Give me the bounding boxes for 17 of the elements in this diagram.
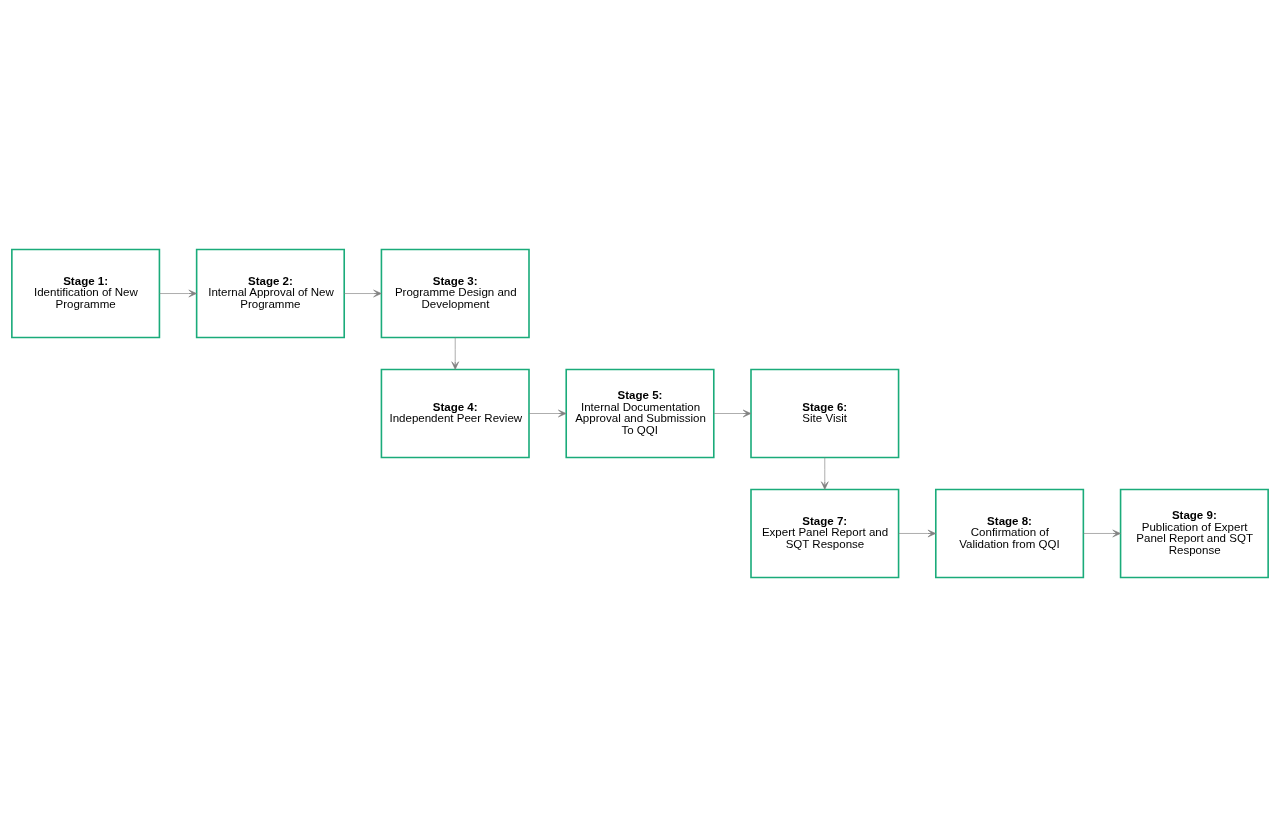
arrow (821, 457, 829, 490)
arrow (343, 289, 382, 298)
arrow (451, 337, 459, 370)
node-box: Stage 1: Identification of New Programme (11, 248, 161, 339)
node-box: Stage 4: Independent Peer Review (380, 368, 530, 459)
node-box: Stage 7: Expert Panel Report and SQT Response (750, 488, 900, 579)
node-box: Stage 9: Publication of Expert Panel Report and SQT Response (1119, 488, 1269, 579)
arrow (528, 409, 567, 418)
arrow (898, 529, 936, 538)
arrow (1083, 529, 1121, 538)
node-box: Stage 2: Internal Approval of New Programme (195, 248, 345, 339)
node-box: Stage 5: Internal Documentation Approval and Submission To QQI (565, 368, 715, 459)
node-box: Stage 8: Confirmation of Validation from QQI (935, 488, 1085, 579)
arrow (159, 289, 197, 298)
node-box: Stage 6: Site Visit (750, 368, 900, 459)
node-box: Stage 3: Programme Design and Development (380, 248, 530, 339)
arrow (713, 409, 752, 418)
